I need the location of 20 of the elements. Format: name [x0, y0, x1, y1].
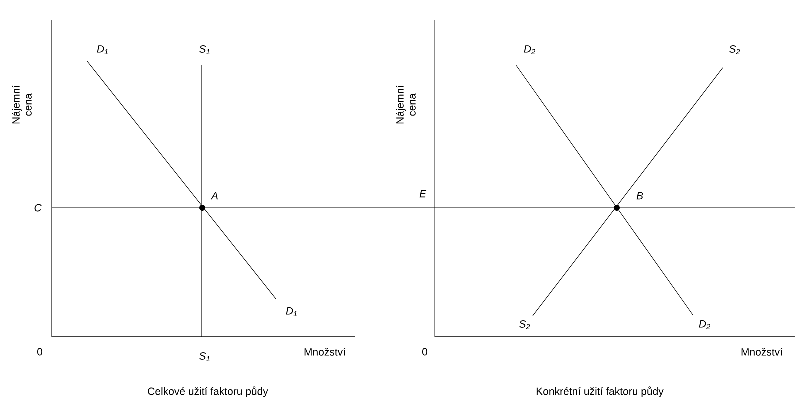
price-label: E — [420, 190, 427, 198]
panel-caption: Celkové užití faktoru půdy — [148, 386, 268, 398]
curve-label: D$_{2}$ — [699, 320, 710, 330]
curve-label: D$_{1}$ — [286, 308, 297, 316]
origin-label: 0 — [422, 348, 428, 356]
origin-label: 0 — [38, 348, 43, 356]
axis-title: Nájemní cena — [396, 86, 416, 124]
curve-label: S$_{2}$ — [730, 46, 740, 54]
curve-label: S$_{1}$ — [200, 352, 210, 362]
point-label: B — [636, 192, 644, 200]
point-label: A — [211, 192, 218, 200]
curve-label: D$_{2}$ — [524, 46, 536, 54]
curve-label: S$_{2}$ — [520, 320, 530, 330]
axis-title: Množství — [742, 348, 783, 356]
price-label: C — [34, 204, 42, 212]
curve-label: D$_{1}$ — [97, 46, 108, 54]
axis-title: Množství — [304, 348, 346, 356]
axis-title: Nájemní cena — [12, 86, 32, 124]
panel-caption: Konkrétní užití faktoru půdy — [536, 386, 664, 398]
curve-label: S$_{1}$ — [200, 46, 210, 54]
